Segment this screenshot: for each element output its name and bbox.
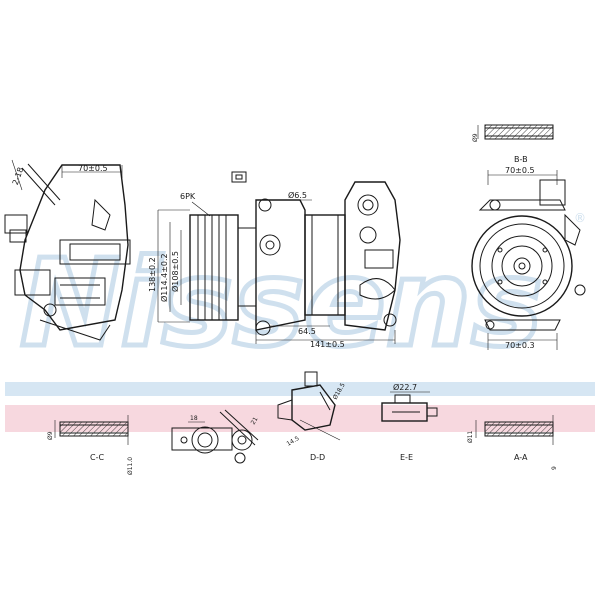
outer-dim: 138±0.2 <box>148 257 157 292</box>
section-b-dim: Ø9 <box>472 133 479 142</box>
hole-dim: Ø6.5 <box>288 190 307 200</box>
section-e-e: Ø22.7 E-E <box>381 382 438 462</box>
section-d-dim-b: 14.5 <box>286 435 301 448</box>
section-c-dim-b: Ø11.0 <box>127 457 134 475</box>
section-e-label: E-E <box>400 453 413 462</box>
section-a-dim-b: 9 <box>551 466 558 470</box>
dim-141: 141±0.5 <box>310 340 345 349</box>
right-view: 70±0.5 70±0.3 <box>471 166 586 350</box>
section-c-label: C-C <box>90 453 104 462</box>
detail-view: 18 21 <box>171 409 260 464</box>
right-dim-bottom: 70±0.3 <box>505 341 535 350</box>
dim-64: 64.5 <box>298 327 316 336</box>
front-view: 6PK Ø6.5 138±0.2 Ø114.4±0.2 Ø108±0.5 64.… <box>148 171 401 349</box>
inner-dim: Ø108±0.5 <box>170 251 180 292</box>
watermark-registered: ® <box>574 211 586 225</box>
detail-dim-a: 18 <box>190 415 198 422</box>
section-c-c: Ø9 Ø11.0 C-C <box>47 415 134 475</box>
left-dim-angle: 2-18 <box>11 166 26 186</box>
section-c-dim-a: Ø9 <box>47 431 54 440</box>
section-a-a: Ø11 9 A-A <box>467 415 558 470</box>
detail-dim-b: 21 <box>250 416 260 426</box>
left-side-view: 70±0.5 2-18 <box>4 159 131 341</box>
mid-dim: Ø114.4±0.2 <box>159 253 169 302</box>
section-b-label: B-B <box>514 155 528 164</box>
left-dim-top: 70±0.5 <box>78 164 108 173</box>
section-d-label: D-D <box>310 453 325 462</box>
section-a-dim-a: Ø11 <box>467 430 474 443</box>
right-dim-top: 70±0.5 <box>505 166 535 175</box>
section-a-label: A-A <box>514 453 528 462</box>
belt-label: 6PK <box>180 192 196 201</box>
section-b-b: Ø9 B-B <box>472 124 554 164</box>
section-e-dim: Ø22.7 <box>393 382 417 392</box>
